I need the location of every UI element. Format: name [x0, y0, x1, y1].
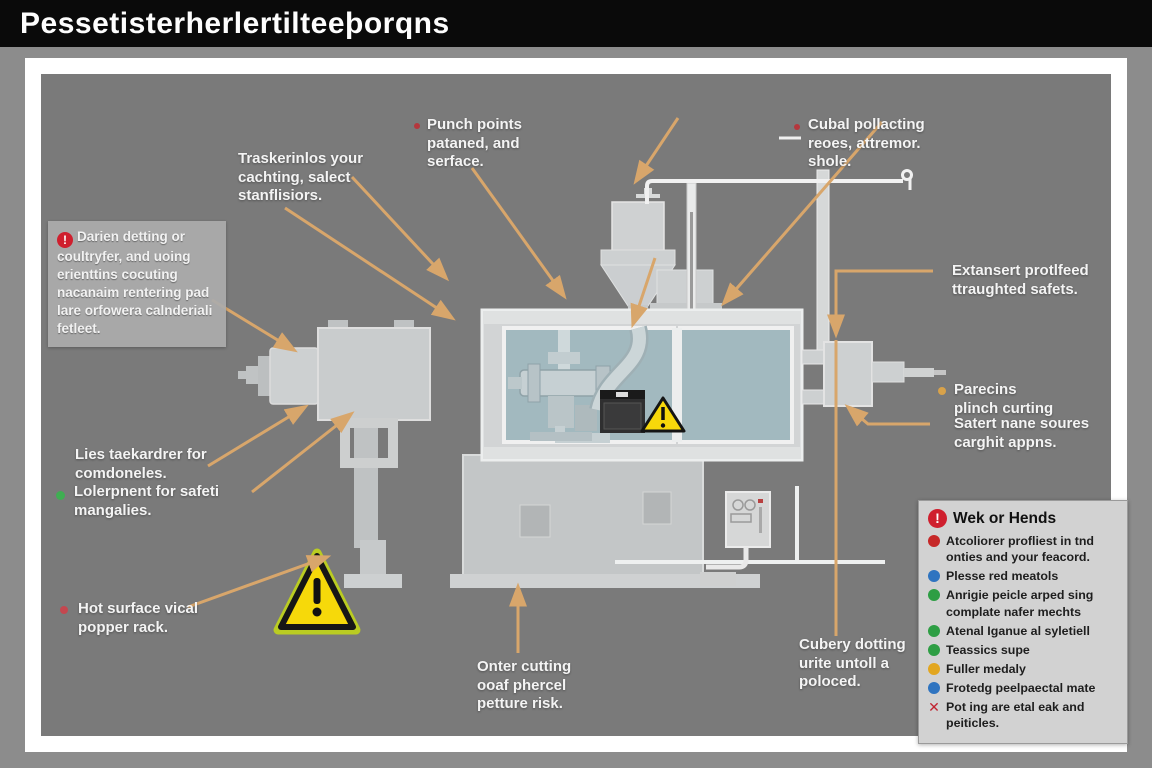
- right-rod: [904, 368, 934, 377]
- legend-item: Frotedg peelpaectal mate: [928, 680, 1118, 696]
- window-right: [678, 326, 794, 444]
- control-panel: [706, 491, 771, 570]
- gearbox-bracket-bot: [340, 458, 398, 468]
- right-unit: [823, 341, 873, 407]
- label-punch-points: Punch points pataned, and serface.: [427, 116, 522, 171]
- base-cutout-1: [519, 504, 551, 538]
- label-traskerinlos: Traskerinlos your cachting, salect stanf…: [238, 150, 364, 205]
- legend-item: Anrigie peicle arped sing complate nafer…: [928, 587, 1118, 619]
- guide-rod: [690, 212, 693, 347]
- step-block: [700, 572, 736, 586]
- internals-left: [508, 330, 613, 443]
- red-bullet-icon: [794, 124, 800, 130]
- label-cubal: Cubal pollacting reoes, attremor. shole.: [808, 116, 925, 171]
- gearbox-tab-1: [328, 320, 348, 330]
- label-satert: Satert nane soures carghit appns.: [954, 415, 1090, 451]
- warning-triangle-large-icon: [273, 548, 361, 635]
- enclosure-bottom-rim: [483, 447, 801, 459]
- title-bar: Pessetisterherlertilteeþorqns: [0, 0, 1152, 47]
- legend-item: Atcoliorer profliest in tnd onties and y…: [928, 533, 1118, 565]
- label-hot-surface: Hot surface vical popper rack.: [78, 600, 199, 636]
- legend-items: Atcoliorer profliest in tnd onties and y…: [928, 533, 1118, 731]
- leg-post-left: [360, 540, 386, 578]
- support-column: [354, 416, 378, 548]
- label-cubery: Cubery dotting urite untoll a poloced.: [799, 636, 906, 691]
- warning-circle-icon: !: [57, 232, 73, 248]
- motor-step: [258, 356, 272, 396]
- legend-item-text: Teassics supe: [946, 642, 1030, 657]
- label-onter: Onter cutting ooaf phercel petture risk.: [477, 658, 572, 713]
- base-flange: [450, 574, 760, 588]
- legend-item-text: Atcoliorer profliest in tnd onties and y…: [946, 534, 1095, 565]
- legend-item-text: Anrigie peicle arped sing complate nafer…: [946, 588, 1094, 619]
- motor-body: [269, 347, 319, 405]
- gearbox-bracket-l: [340, 428, 350, 462]
- legend-item-text: Atenal Iganue al syletiell: [946, 623, 1090, 638]
- legend-item: Plesse red meatols: [928, 568, 1118, 584]
- motor-shaft-tip: [238, 371, 248, 379]
- leg-foot-left: [344, 574, 402, 588]
- label-extansert: Extansert protlfeed ttraughted safets.: [952, 262, 1089, 298]
- legend-item: Fuller medaly: [928, 661, 1118, 677]
- blue-circle-icon: [928, 682, 940, 694]
- red-circle-icon: [928, 535, 940, 547]
- green-bullet-icon: [56, 491, 65, 500]
- base-cutout-2: [642, 491, 672, 525]
- legend-item: ✕ Pot ing are etal eak and peiticles.: [928, 699, 1118, 731]
- green-circle-icon: [928, 589, 940, 602]
- pipe-hook: [901, 169, 913, 181]
- legend-item: Teassics supe: [928, 642, 1118, 658]
- legend-title: Wek or Hends: [953, 509, 1057, 527]
- red-bullet-icon: [414, 123, 420, 129]
- danger-note-box: !Darien detting or coultryfer, and uoing…: [48, 221, 226, 347]
- feeder-band: [600, 249, 676, 266]
- green-circle-icon: [928, 643, 940, 656]
- legend-item: Atenal Iganue al syletiell: [928, 623, 1118, 639]
- label-lolerpnent: Lolerpnent for safeti mangalies.: [74, 483, 220, 519]
- window-mullion: [672, 328, 682, 442]
- gearbox-bracket-r: [388, 428, 398, 462]
- enclosure-top-rim: [483, 311, 801, 324]
- feeder-box: [611, 201, 665, 253]
- blue-circle-icon: [928, 570, 940, 583]
- right-tip: [934, 370, 946, 375]
- orange-bullet-icon: [938, 387, 946, 395]
- gearbox-tab-2: [394, 320, 414, 330]
- side-unit: [656, 269, 714, 307]
- side-unit-base: [650, 303, 722, 313]
- internals-right: [589, 325, 649, 433]
- page-title: Pessetisterherlertilteeþorqns: [20, 6, 450, 40]
- legend-header: ! Wek or Hends: [928, 509, 1118, 528]
- green-circle-icon: [928, 624, 940, 637]
- red-bullet-icon: [60, 606, 68, 614]
- machine-illustration: [238, 169, 946, 635]
- top-pipe: [645, 179, 903, 204]
- danger-note-text: Darien detting or coultryfer, and uoing …: [57, 229, 213, 336]
- right-shaft: [871, 361, 905, 383]
- legend-item-text: Fuller medaly: [946, 661, 1026, 676]
- gearbox: [317, 327, 431, 421]
- label-parecins: Parecins plinch curting: [954, 381, 1054, 417]
- red-x-icon: ✕: [928, 699, 940, 716]
- legend-item-text: Pot ing are etal eak and peiticles.: [946, 700, 1085, 731]
- legend-item-text: Frotedg peelpaectal mate: [946, 681, 1096, 695]
- label-lies: Lies taekardrer for comdoneles.: [75, 446, 207, 482]
- tie-bar: [816, 169, 830, 356]
- warning-triangle-small-icon: [640, 396, 686, 433]
- legend-item-text: Plesse red meatols: [946, 569, 1059, 584]
- warning-circle-icon: !: [928, 509, 947, 528]
- gearbox-bracket-top: [340, 418, 398, 428]
- legend-box: ! Wek or Hends Atcoliorer profliest in t…: [918, 500, 1128, 745]
- yellow-circle-icon: [928, 662, 940, 675]
- connector-top: [801, 349, 825, 365]
- connector-bottom: [801, 389, 825, 405]
